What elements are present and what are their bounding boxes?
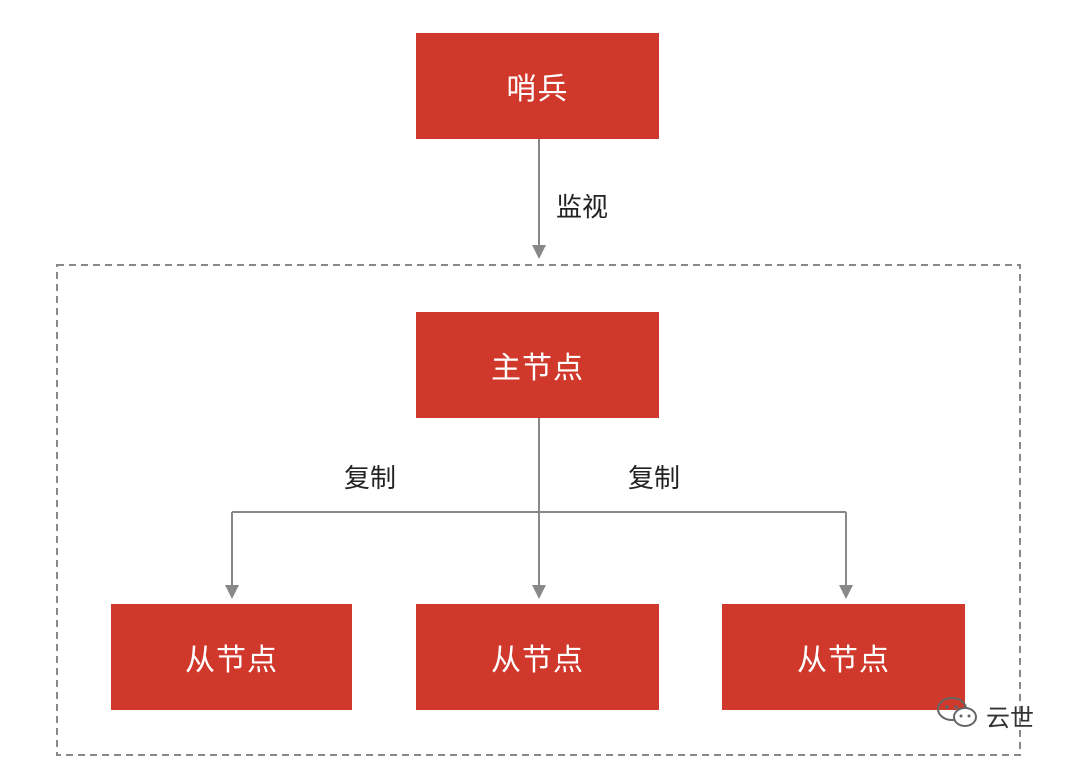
slave-label-1: 从节点: [185, 643, 278, 678]
watermark-text: 云世: [986, 703, 1034, 732]
slave-node-3: 从节点: [722, 604, 965, 710]
wechat-icon: [936, 695, 980, 735]
slave-node-2: 从节点: [416, 604, 659, 710]
master-node: 主节点: [416, 312, 659, 418]
slave-label-3: 从节点: [797, 643, 890, 678]
slave-label-2: 从节点: [491, 643, 584, 678]
sentinel-node: 哨兵: [416, 33, 659, 139]
sentinel-label: 哨兵: [506, 72, 569, 107]
replicate-label-right: 复制: [628, 464, 681, 494]
replicate-label-left: 复制: [344, 464, 397, 494]
slave-node-1: 从节点: [111, 604, 352, 710]
replica-set-boundary: [56, 264, 1021, 756]
monitor-label: 监视: [556, 193, 609, 223]
watermark: 云世: [936, 697, 1034, 733]
master-label: 主节点: [491, 351, 584, 386]
